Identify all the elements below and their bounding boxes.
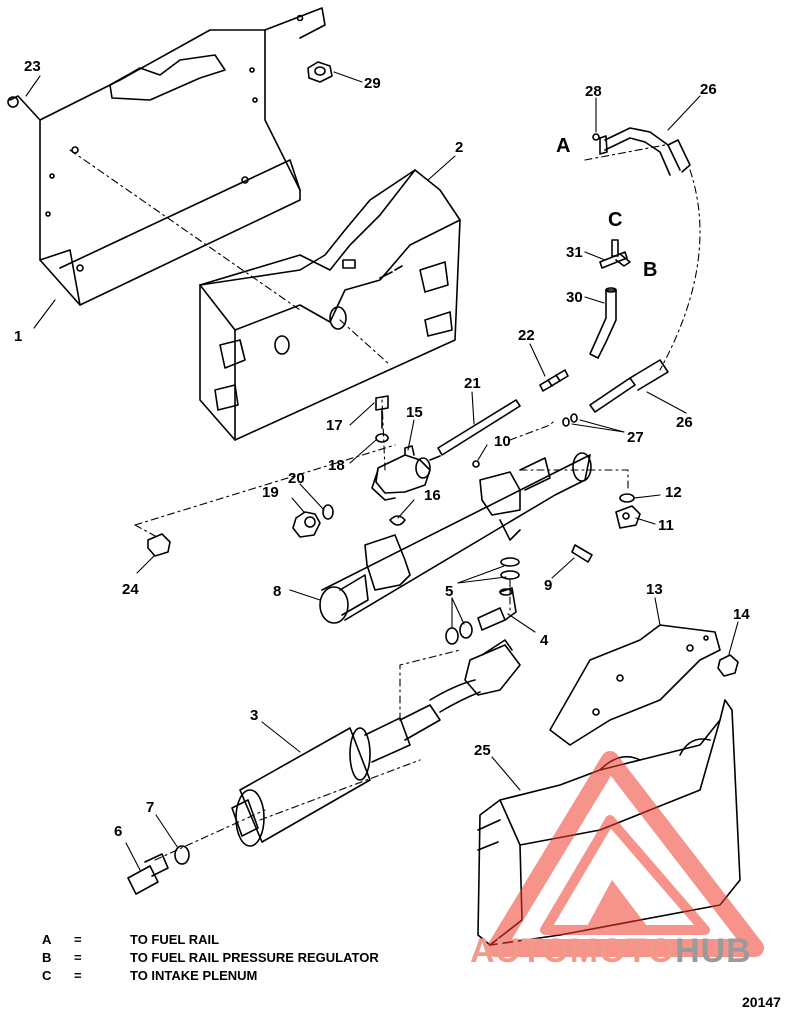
legend-text: TO FUEL RAIL PRESSURE REGULATOR	[130, 950, 379, 965]
bracket-13-part	[549, 624, 721, 746]
screw-10-part	[472, 460, 480, 468]
fuel-cooler-cover-part	[199, 169, 461, 441]
clip-16-part	[389, 515, 406, 526]
screw-9-part	[571, 544, 593, 563]
callout-24: 24	[122, 581, 139, 598]
callout-2: 2	[455, 139, 463, 156]
fastener-24-part	[147, 533, 171, 557]
nut-14-part	[717, 654, 739, 677]
callout-28: 28	[585, 83, 602, 100]
callout-21: 21	[464, 375, 481, 392]
legend-row-b: B = TO FUEL RAIL PRESSURE REGULATOR	[42, 950, 379, 965]
ref-letter-a: A	[556, 135, 570, 157]
callout-22: 22	[518, 327, 535, 344]
fuel-hose-26-part	[589, 127, 691, 413]
o-ring-27a-part	[562, 417, 570, 427]
screw-23-head	[7, 96, 19, 108]
callout-8: 8	[273, 583, 281, 600]
legend-text: TO INTAKE PLENUM	[130, 968, 258, 983]
watermark-text: AUTOMOTOHUB	[470, 932, 752, 971]
callout-5: 5	[445, 583, 453, 600]
hose-30-part	[589, 287, 617, 359]
legend-text: TO FUEL RAIL	[130, 932, 220, 947]
nut-29-part	[307, 61, 333, 83]
fitting-22-part	[539, 369, 569, 392]
o-ring-12-part	[619, 493, 635, 503]
callout-18: 18	[328, 457, 345, 474]
legend-key: B	[42, 950, 52, 965]
leader-lines	[25, 71, 739, 871]
callout-13: 13	[646, 581, 663, 598]
callout-7: 7	[146, 799, 154, 816]
figure-number: 20147	[742, 994, 781, 1010]
callout-9: 9	[544, 577, 552, 594]
callout-20: 20	[288, 470, 305, 487]
ref-letter-c: C	[608, 209, 622, 231]
callout-23: 23	[24, 58, 41, 75]
nut-19-part	[292, 511, 321, 538]
callout-14: 14	[733, 606, 750, 623]
washer-7-part	[174, 845, 190, 865]
callout-26-top: 26	[700, 81, 717, 98]
callout-17: 17	[326, 417, 343, 434]
washer-18-part	[375, 433, 389, 443]
watermark-triangle-logo	[487, 751, 764, 957]
fitting-11-part	[615, 505, 641, 529]
pressure-regulator-part	[371, 445, 441, 501]
screw-23-part	[9, 95, 41, 121]
o-ring-20-part	[322, 504, 334, 520]
callout-19: 19	[262, 484, 279, 501]
callout-16: 16	[424, 487, 441, 504]
fitting-6-part	[127, 853, 169, 895]
legend-eq: =	[74, 950, 82, 965]
fuel-cooler-assembly-part	[319, 452, 592, 624]
fuel-pump-3-part	[231, 639, 521, 847]
watermark-part-1: AUTOMOTO	[470, 932, 676, 970]
callout-12: 12	[665, 484, 682, 501]
legend-key: A	[42, 932, 52, 947]
o-rings-5-part	[445, 557, 520, 645]
tube-21-part	[437, 399, 521, 456]
tee-fitting-31-part	[599, 239, 631, 269]
callout-1: 1	[14, 328, 22, 345]
callout-26-bottom: 26	[676, 414, 693, 431]
ref-letter-b: B	[643, 259, 657, 281]
callout-6: 6	[114, 823, 122, 840]
callout-31: 31	[566, 244, 583, 261]
callout-4: 4	[540, 632, 549, 649]
callout-25: 25	[474, 742, 491, 759]
o-ring-27b-part	[570, 413, 578, 423]
legend-key: C	[42, 968, 52, 983]
callout-11: 11	[658, 517, 674, 534]
legend-eq: =	[74, 932, 82, 947]
callout-30: 30	[566, 289, 583, 306]
legend-row-c: C = TO INTAKE PLENUM	[42, 968, 257, 983]
watermark-part-2: HUB	[675, 932, 752, 970]
legend-row-a: A = TO FUEL RAIL	[42, 932, 219, 947]
callout-10: 10	[494, 433, 511, 450]
o-ring-28-part	[592, 133, 600, 141]
mounting-bracket-part	[39, 7, 326, 306]
callout-27: 27	[627, 429, 644, 446]
legend-eq: =	[74, 968, 82, 983]
callout-15: 15	[406, 404, 423, 421]
screw-17-part	[375, 395, 389, 429]
callout-3: 3	[250, 707, 258, 724]
callout-29: 29	[364, 75, 381, 92]
